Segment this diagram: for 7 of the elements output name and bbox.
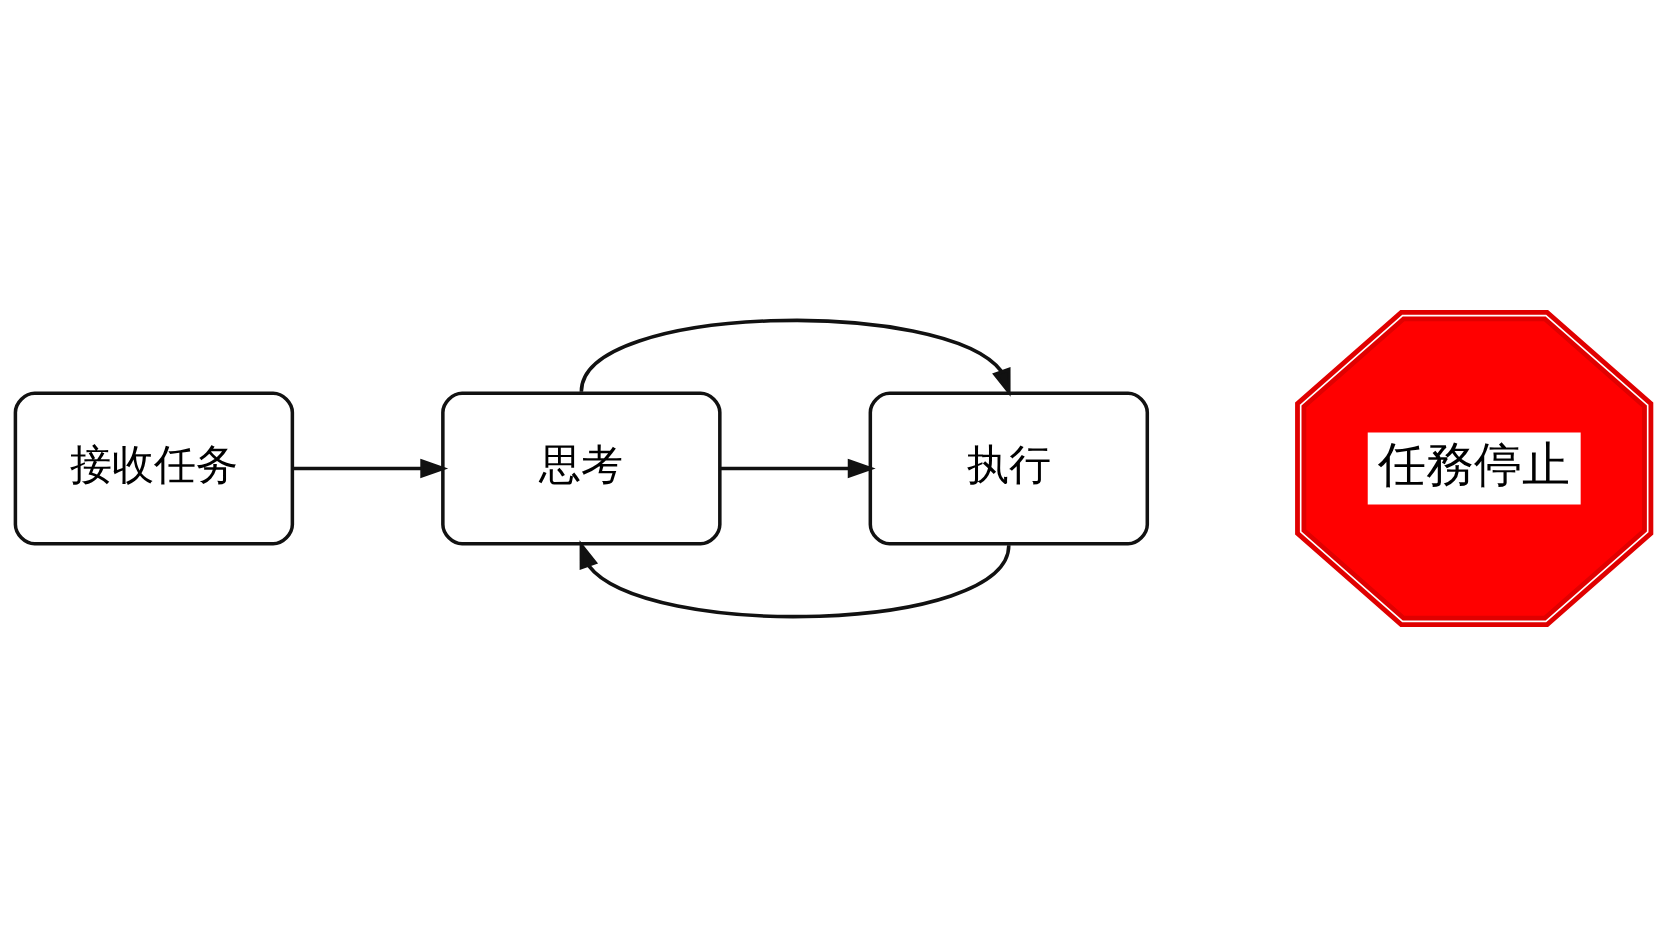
arrow	[719, 458, 876, 479]
arrow	[579, 319, 1011, 397]
node-box: 思考	[441, 391, 722, 546]
arrow	[579, 540, 1011, 618]
arrow	[292, 458, 449, 479]
node-box: 接收任务	[13, 391, 295, 546]
node-box: 执行	[868, 391, 1150, 546]
